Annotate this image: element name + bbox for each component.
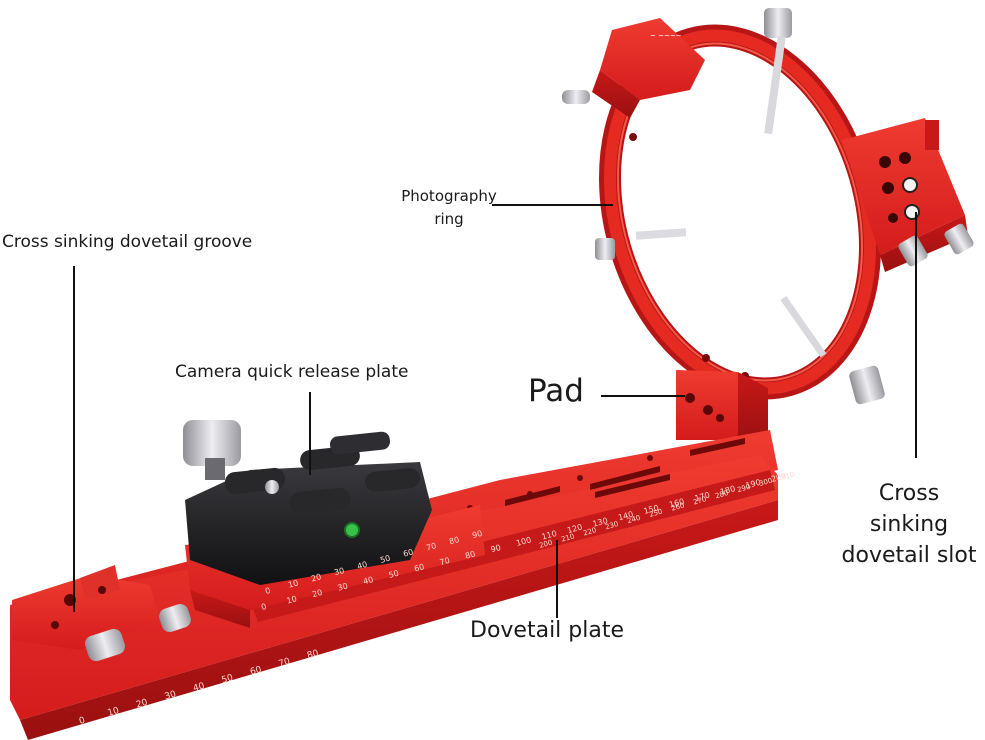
scale-tick-label: 200 (538, 539, 553, 550)
ring-thumb-screws (595, 8, 885, 405)
scale-tick-label: 80 (448, 535, 460, 546)
scale-tick-label: 130 (592, 516, 609, 529)
leader-lines (73, 204, 917, 618)
scale-tick-label: 210 (560, 532, 575, 543)
scale-tick-label: 270 (692, 495, 707, 506)
label-slot-line2: sinking (869, 512, 949, 537)
scale-tick-label: 20 (311, 588, 323, 599)
svg-text:~ ~~~~: ~ ~~~~ (650, 32, 682, 40)
scale-tick-label: 30 (333, 566, 345, 577)
scale-tick-label: 240 (626, 514, 641, 525)
scale-tick-label: 0 (260, 602, 267, 612)
front-end-block (12, 565, 191, 662)
scale-tick-label: 290 (736, 483, 751, 494)
scale-tick-label: 30 (337, 581, 349, 592)
scale-tick-label: 60 (249, 665, 263, 678)
scale-tick-label: 140 (617, 510, 634, 523)
scale-tick-label: 260 (670, 501, 685, 512)
scale-tick-label: 90 (490, 543, 502, 554)
quick-release-clamp (183, 420, 485, 628)
scale-tick-label: 0 (264, 586, 271, 596)
scale-back: 200 210 220 230 240 250 260 270 280 290 300 310 (538, 470, 795, 550)
scale-tick-label: 310 (780, 470, 795, 481)
scale-middle: 0102030405060708090100110120130140150160… (260, 471, 787, 612)
scale-tick-label: 40 (356, 560, 368, 571)
scale-tick-label: 170 (694, 490, 711, 503)
scale-tick-label: 150 (643, 503, 660, 516)
ring-right-clamp (842, 118, 974, 272)
scale-tick-label: 100 (515, 535, 532, 548)
scale-tick-label: 30 (164, 689, 178, 702)
scale-tick-label: 280 (714, 489, 729, 500)
scale-tick-label: 50 (388, 569, 400, 580)
scale-tick-label: 10 (107, 706, 121, 719)
scale-tick-label: 110 (541, 529, 558, 542)
scale-tick-label: 220 (582, 526, 597, 537)
label-photography-ring-line2: ring (434, 210, 464, 228)
label-slot-line1: Cross (878, 481, 940, 506)
label-camera-quick-release-plate: Camera quick release plate (175, 362, 409, 382)
scale-tick-label: 60 (413, 562, 425, 573)
scale-tick-label: 50 (379, 554, 391, 565)
scale-tick-label: 90 (471, 529, 483, 540)
scale-tick-label: 190 (745, 478, 762, 491)
scale-tick-label: 250 (648, 508, 663, 519)
label-cross-sinking-dovetail-slot: Cross sinking dovetail slot (834, 478, 984, 571)
scale-tick-label: 200 (770, 471, 787, 484)
label-slot-line3: dovetail slot (841, 543, 977, 568)
scale-tick-label: 230 (604, 520, 619, 531)
scale-tick-label: 50 (221, 673, 235, 686)
scale-tick-label: 120 (566, 522, 583, 535)
scale-tick-label: 20 (135, 698, 149, 711)
scale-tick-label: 40 (192, 681, 206, 694)
scale-tick-label: 180 (719, 484, 736, 497)
scale-tick-label: 40 (362, 575, 374, 586)
label-dovetail-plate: Dovetail plate (470, 618, 624, 643)
label-pad: Pad (528, 373, 584, 409)
scale-tick-label: 70 (278, 657, 292, 670)
label-photography-ring: Photography ring (388, 185, 510, 231)
scale-tick-label: 20 (310, 572, 322, 583)
scale-tick-label: 10 (287, 578, 299, 589)
scale-tick-label: 0 (78, 716, 87, 727)
label-cross-sinking-dovetail-groove: Cross sinking dovetail groove (2, 232, 253, 252)
label-photography-ring-line1: Photography (401, 187, 497, 205)
scale-tick-label: 160 (668, 497, 685, 510)
scale-tick-label: 300 (758, 477, 773, 488)
scale-tick-label: 70 (425, 541, 437, 552)
scale-tick-label: 10 (286, 594, 298, 605)
scale-tick-label: 60 (402, 547, 414, 558)
scale-tick-label: 70 (439, 556, 451, 567)
pad-block (676, 370, 768, 445)
scale-tick-label: 80 (464, 549, 476, 560)
scale-front: 0 10 20 30 40 50 60 70 80 (78, 648, 320, 726)
scale-tick-label: 80 (306, 648, 320, 661)
ring-top-clamp: ~ ~~~~ (562, 18, 705, 118)
